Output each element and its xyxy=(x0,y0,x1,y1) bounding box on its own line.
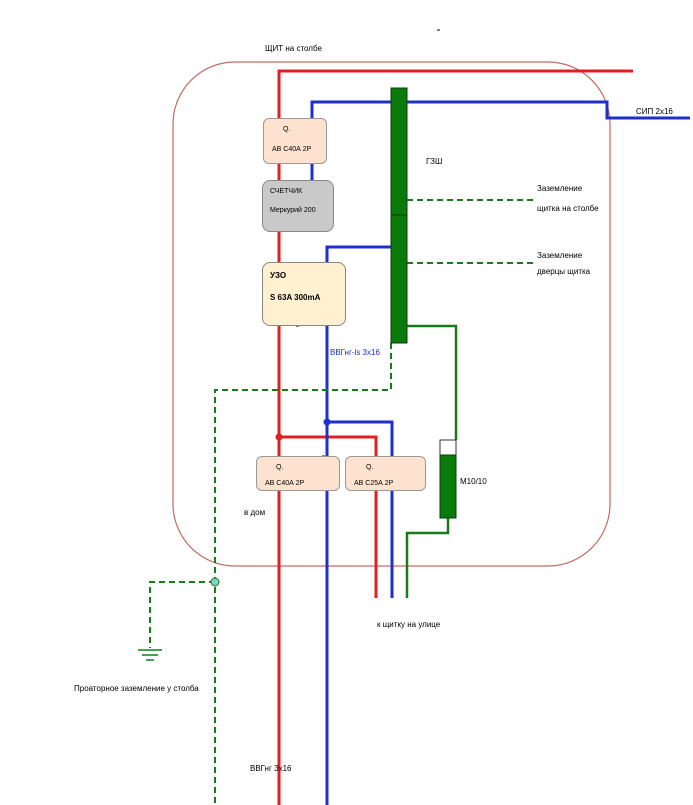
breaker-main-symbol: Q. xyxy=(283,126,291,133)
rcd-title: УЗО xyxy=(270,271,287,280)
gzsh-label: ГЗШ xyxy=(426,157,443,166)
ground-dashed-wires xyxy=(149,199,533,805)
arrester-label: M10/10 xyxy=(460,477,487,486)
meter-model: Меркурий 200 xyxy=(270,207,316,214)
to-outdoor-label: к щитку на улице xyxy=(377,620,441,629)
ground-symbol-icon xyxy=(138,649,162,661)
rcd: УЗО S 63A 300mA xyxy=(262,262,346,326)
meter: СЧЕТЧИК Меркурий 200 xyxy=(262,180,334,232)
breaker-main-label: АВ С40А 2Р xyxy=(272,146,312,153)
meter-title: СЧЕТЧИК xyxy=(270,188,303,195)
ground-door-label-1: Заземление xyxy=(537,251,583,260)
cable-label: ВВГнг 3х16 xyxy=(250,764,292,773)
breaker-outdoor-symbol: Q. xyxy=(366,464,374,471)
ground-panel-label-1: Заземление xyxy=(537,184,583,193)
arrester-top xyxy=(439,439,457,456)
sip-label: СИП 2х16 xyxy=(636,107,673,116)
ground-door-label-2: дверцы щитка xyxy=(537,267,591,276)
ground-junction xyxy=(210,577,220,587)
to-house-label: в дом xyxy=(244,508,266,517)
cable-ls-label: ВВГнг-ls 3х16 xyxy=(330,348,380,357)
ground-panel-label-2: щитка на столбе xyxy=(537,204,599,213)
neutral-wires xyxy=(310,100,690,805)
neutral-junction xyxy=(323,418,331,426)
rcd-rating: S 63A 300mA xyxy=(270,293,321,302)
panel-title: ЩИТ на столбе xyxy=(265,44,322,53)
repeat-ground-label: Проаторное заземление у столба xyxy=(74,684,199,693)
ground-wires xyxy=(405,324,458,598)
breaker-main: Q. АВ С40А 2Р xyxy=(263,118,327,164)
arrester-body xyxy=(439,454,457,519)
breaker-outdoor: Q. АВ С25А 2Р xyxy=(345,456,426,491)
breaker-house: Q. АВ С40А 2Р xyxy=(256,456,340,491)
phase-junction xyxy=(275,433,283,441)
breaker-outdoor-label: АВ С25А 2Р xyxy=(354,480,394,487)
breaker-house-symbol: Q. xyxy=(276,464,284,471)
breaker-house-label: АВ С40А 2Р xyxy=(265,480,305,487)
